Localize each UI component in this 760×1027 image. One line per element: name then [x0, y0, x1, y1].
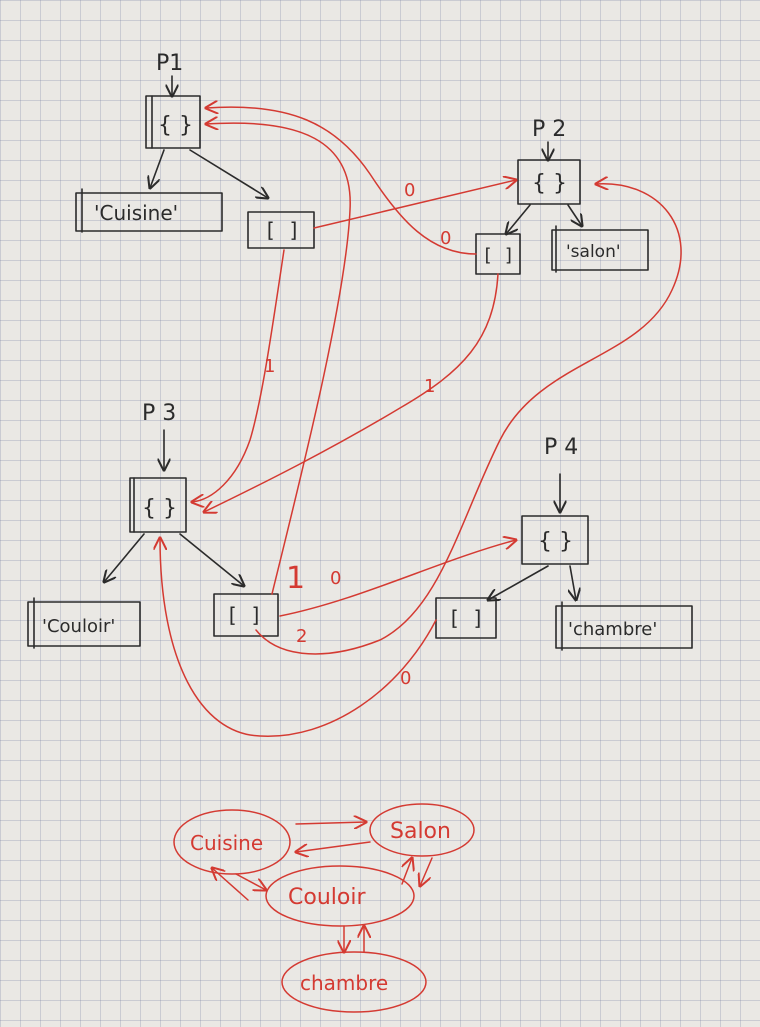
p4-string-box: [555, 605, 693, 649]
edge-p1-list-to-p3: [192, 249, 285, 502]
graph-edge-couloir-to-cuisine: [212, 868, 249, 901]
p4-object-box: [521, 515, 589, 565]
graph-node-chambre-label: chambre: [300, 971, 388, 995]
p1-group: P1 { } 'Cuisine' [ ]: [75, 51, 315, 249]
p4-group: P 4 { } [ ] 'chambre': [435, 435, 693, 651]
p1-to-string-arrow: [150, 149, 165, 188]
p4-list-box: [435, 597, 497, 639]
p2-to-list-arrow: [506, 204, 531, 234]
p2-label: P 2: [532, 117, 566, 142]
p2-string-box: [551, 229, 649, 271]
p4-list-brackets: [ ]: [448, 606, 484, 630]
p4-string-value: 'chambre': [568, 619, 657, 640]
p1-list-brackets: [ ]: [264, 218, 300, 242]
p4-to-string-arrow: [570, 565, 576, 600]
graph-node-couloir: [265, 865, 415, 927]
p3-object-braces: { }: [142, 496, 177, 521]
graph-node-salon-label: Salon: [390, 819, 451, 844]
edge-label-p3-list-to-p4: 0: [330, 568, 341, 589]
graph-node-salon: [369, 803, 475, 857]
edge-p4-list-to-p3: [160, 538, 437, 737]
room-graph: Cuisine Salon Couloir chambre: [173, 803, 475, 1013]
p3-string-value: 'Couloir': [42, 616, 115, 637]
graph-edge-couloir-to-salon: [401, 858, 412, 885]
graph-node-couloir-label: Couloir: [288, 885, 366, 910]
p3-object-box: [129, 477, 187, 533]
p4-label: P 4: [544, 435, 578, 460]
p2-group: P 2 { } [ ] 'salon': [475, 117, 649, 275]
p4-object-braces: { }: [538, 529, 573, 554]
edge-p2-list-to-p3: [204, 273, 499, 512]
graph-edge-cuisine-to-couloir: [235, 873, 266, 890]
edge-label-p3-list-to-p1: 1: [286, 561, 305, 596]
p1-object-braces: { }: [158, 113, 193, 138]
p1-string-value: 'Cuisine': [94, 201, 178, 225]
p1-to-list-arrow: [189, 149, 268, 198]
edge-label-p1-list-to-p3: 1: [264, 356, 275, 377]
p2-to-string-arrow: [567, 204, 582, 226]
p3-list-brackets: [ ]: [226, 603, 262, 627]
p1-label: P1: [156, 51, 183, 76]
edge-label-p2-list-to-p3: 1: [424, 376, 435, 397]
p3-label: P 3: [142, 401, 176, 426]
reference-edges: 0 1 0 1 1 0 2 0: [160, 107, 682, 737]
edge-p1-list-to-p2: [313, 180, 516, 229]
graph-edge-cuisine-to-salon: [295, 822, 366, 824]
edge-label-p4-list-to-p3: 0: [400, 668, 411, 689]
graph-node-chambre: [281, 951, 427, 1013]
edge-label-p1-list-to-p2: 0: [404, 180, 415, 201]
p3-to-string-arrow: [104, 533, 145, 582]
p1-object-box: [145, 95, 201, 149]
graph-node-cuisine: [173, 809, 291, 875]
edge-label-p2-list-to-p1: 0: [440, 228, 451, 249]
graph-edge-salon-to-couloir: [420, 857, 433, 886]
p3-group: P 3 { } 'Couloir' [ ]: [27, 401, 279, 649]
p2-string-value: 'salon': [566, 242, 621, 262]
edge-p3-list-to-p1: [206, 123, 351, 595]
edge-p3-list-to-p4: [279, 540, 516, 617]
graph-node-cuisine-label: Cuisine: [190, 831, 263, 855]
graph-edge-salon-to-cuisine: [296, 841, 371, 852]
p2-list-brackets: [ ]: [482, 245, 515, 266]
p3-to-list-arrow: [179, 533, 244, 586]
p4-to-list-arrow: [488, 565, 549, 600]
edge-p2-list-to-p1: [206, 107, 477, 255]
p1-list-box: [247, 211, 315, 249]
p3-string-box: [27, 601, 141, 647]
p1-string-box: [75, 192, 223, 232]
edge-label-p3-list-to-p2: 2: [296, 626, 307, 647]
edge-p3-list-to-p2: [255, 184, 682, 655]
p3-list-box: [213, 593, 279, 637]
p2-object-braces: { }: [532, 171, 567, 196]
